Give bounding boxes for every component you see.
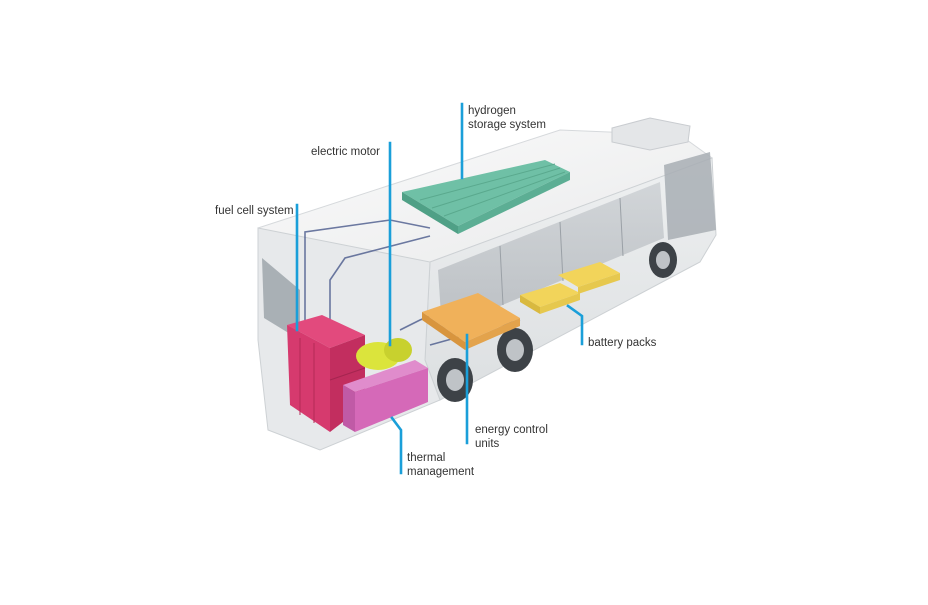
hydrogen-tanks (402, 160, 570, 234)
label-energy-control-units: energy control units (475, 424, 548, 450)
label-fuel-cell-system: fuel cell system (215, 205, 294, 217)
label-hydrogen-storage: hydrogen storage system (468, 105, 546, 131)
thermal-management (343, 360, 428, 432)
rear-window (262, 258, 300, 340)
label-battery-packs: battery packs (588, 337, 657, 349)
leader-line-battery (566, 304, 584, 346)
roof-ac-unit (611, 117, 691, 151)
label-electric-motor: electric motor (311, 146, 381, 158)
wheels (437, 242, 677, 402)
battery-packs (520, 262, 620, 314)
front-windshield (664, 152, 716, 240)
energy-control-units (422, 293, 520, 350)
leader-lines (295, 102, 584, 475)
label-thermal-management: thermal management (407, 452, 475, 478)
leader-line-thermal (390, 416, 403, 475)
side-windows (438, 182, 664, 330)
